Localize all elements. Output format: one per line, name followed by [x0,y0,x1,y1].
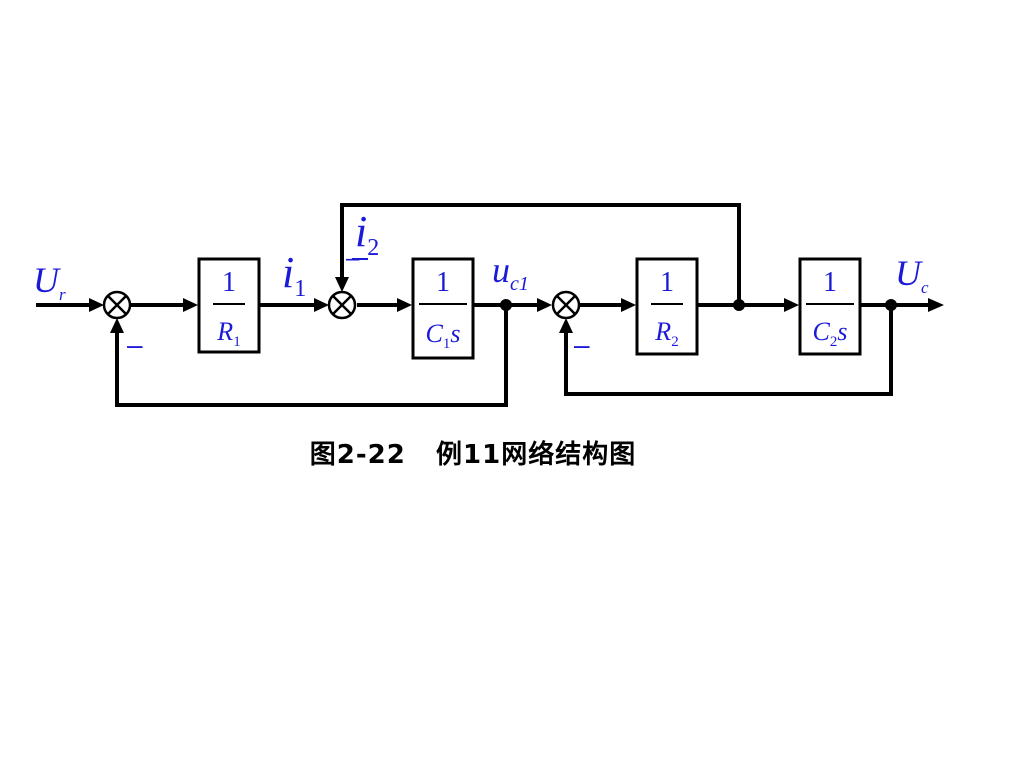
arrow-output [928,298,944,312]
feedforward-path-i2 [340,203,741,305]
arrow-into-b1 [183,298,198,312]
summing-junction-1 [102,290,132,320]
block-1-numerator: 1 [222,267,236,298]
figure-caption: 图2-22 例11网络结构图 [309,440,637,470]
arrow-feedback-sum3 [559,318,573,333]
pickoff-point-uc1 [500,299,512,311]
arrow-into-sum1 [89,298,104,312]
block-4-numerator: 1 [823,267,837,298]
pickoff-point-i2 [733,299,745,311]
block-2-denominator: C1s [426,319,461,352]
arrow-into-b3 [621,298,636,312]
minus-sign-sum2: – [346,245,360,272]
signal-label-i2: i2 [355,207,379,261]
feedback-path-2 [564,305,893,396]
summing-junction-3 [551,290,581,320]
arrow-into-sum3 [537,298,552,312]
block-1-over-r1: 1 R1 [197,257,261,354]
minus-sign-sum1: – [127,329,143,360]
signal-label-uc: Uc [895,253,929,297]
arrow-into-b2 [397,298,412,312]
signal-label-uc1: uc1 [492,250,529,295]
block-1-denominator: R1 [216,317,240,350]
minus-sign-sum3: – [574,329,590,360]
summing-junction-2 [327,290,357,320]
block-1-over-r2: 1 R2 [635,257,699,356]
signal-label-i1: i1 [282,248,306,302]
block-1-over-c1s: 1 C1s [411,257,475,360]
arrow-feedback-sum1 [110,318,124,333]
block-3-numerator: 1 [660,267,674,298]
pickoff-point-uc [885,299,897,311]
arrow-into-sum2 [314,298,329,312]
arrow-i2-sum2 [335,277,349,292]
arrow-into-b4 [784,298,799,312]
feedback-path-1 [115,305,508,407]
block-3-denominator: R2 [654,317,678,350]
block-1-over-c2s: 1 C2s [798,257,862,356]
signal-label-ur: Ur [33,260,66,304]
block-2-numerator: 1 [436,267,450,298]
block-4-denominator: C2s [813,317,848,350]
